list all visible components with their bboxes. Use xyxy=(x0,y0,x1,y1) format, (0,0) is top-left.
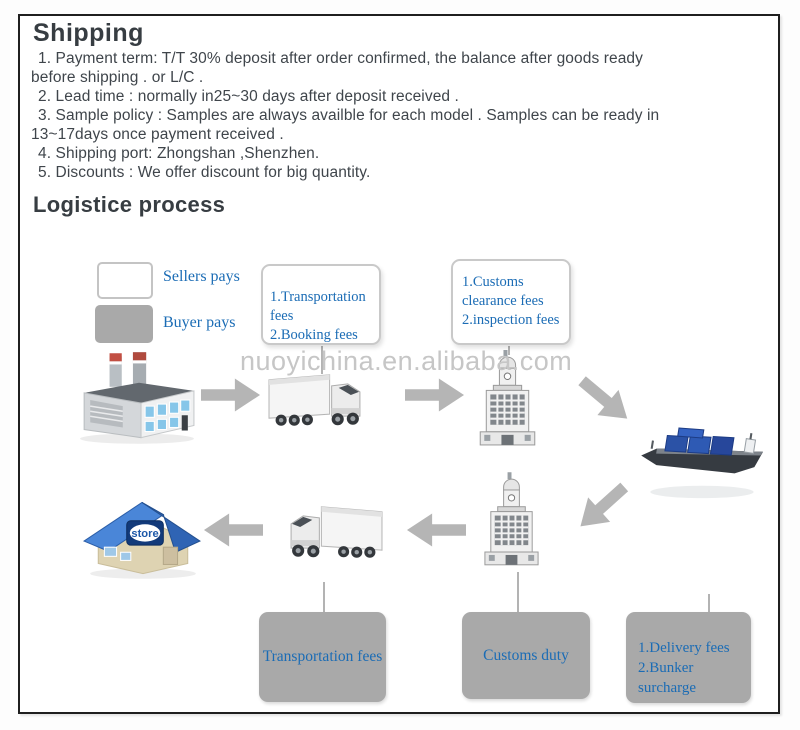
arrow-left-icon xyxy=(406,512,466,548)
ship-icon xyxy=(640,412,766,512)
shipping-term-line-4: 3. Sample policy : Samples are always av… xyxy=(38,107,660,124)
transportation-fees-label: Transportation fees xyxy=(262,648,383,665)
store-sign-text: store xyxy=(131,528,158,540)
shipping-term-line-3: 2. Lead time : normally in25~30 days aft… xyxy=(38,88,459,105)
truck-icon xyxy=(267,368,368,432)
watermark-text: nuoyichina.en.alibaba.com xyxy=(240,346,573,376)
delivery-fees-box: 1.Delivery fees 2.Bunker surcharge xyxy=(626,612,751,703)
customs-duty-label: Customs duty xyxy=(483,646,569,664)
arrow-down-right-icon xyxy=(570,367,639,433)
truck-icon xyxy=(283,500,384,564)
shipping-term-line-6: 4. Shipping port: Zhongshan ,Shenzhen. xyxy=(38,145,320,162)
shipping-term-line-2: before shipping . or L/C . xyxy=(31,69,204,86)
arrow-right-icon xyxy=(201,377,261,413)
connector-line xyxy=(517,572,519,612)
delivery-fees-line-2: 2.Bunker surcharge xyxy=(638,660,697,696)
customs-duty-box: Customs duty xyxy=(462,612,590,699)
shipping-terms: 1. Payment term: T/T 30% deposit after o… xyxy=(31,49,768,182)
connector-line xyxy=(321,346,323,374)
factory-icon xyxy=(76,352,198,446)
origin-fees-line-2: 2.Booking fees xyxy=(270,327,358,343)
legend-buyer-label: Buyer pays xyxy=(163,314,236,331)
transportation-fees-box: Transportation fees xyxy=(259,612,386,702)
legend-sellers-label: Sellers pays xyxy=(163,268,240,285)
origin-fees-callout: 1.Transportation fees 2.Booking fees xyxy=(261,264,381,345)
origin-fees-line-1: 1.Transportation fees xyxy=(270,289,366,324)
customs-fees-line-2: 2.inspection fees xyxy=(462,312,560,328)
arrow-down-left-icon xyxy=(568,474,637,541)
legend-buyer-swatch xyxy=(95,305,153,343)
legend-sellers-swatch xyxy=(97,262,153,299)
customs-building-icon xyxy=(479,471,544,570)
shipping-term-line-1: 1. Payment term: T/T 30% deposit after o… xyxy=(38,50,643,67)
customs-fees-callout: 1.Customs clearance fees 2.inspection fe… xyxy=(451,259,571,345)
arrow-left-icon xyxy=(203,512,263,548)
shipping-term-line-5: 13~17days once payment received . xyxy=(31,126,284,143)
store-icon: store xyxy=(82,493,204,579)
connector-line xyxy=(323,582,325,612)
delivery-fees-line-1: 1.Delivery fees xyxy=(638,640,730,656)
shipping-heading: Shipping xyxy=(33,19,144,47)
connector-line xyxy=(708,594,710,612)
customs-fees-line-1: 1.Customs clearance fees xyxy=(462,274,544,309)
shipping-term-line-7: 5. Discounts : We offer discount for big… xyxy=(38,164,371,181)
logistics-heading: Logistice process xyxy=(33,192,226,217)
arrow-right-icon xyxy=(405,377,465,413)
content-frame: Shipping 1. Payment term: T/T 30% deposi… xyxy=(18,14,780,714)
connector-line xyxy=(508,346,510,355)
